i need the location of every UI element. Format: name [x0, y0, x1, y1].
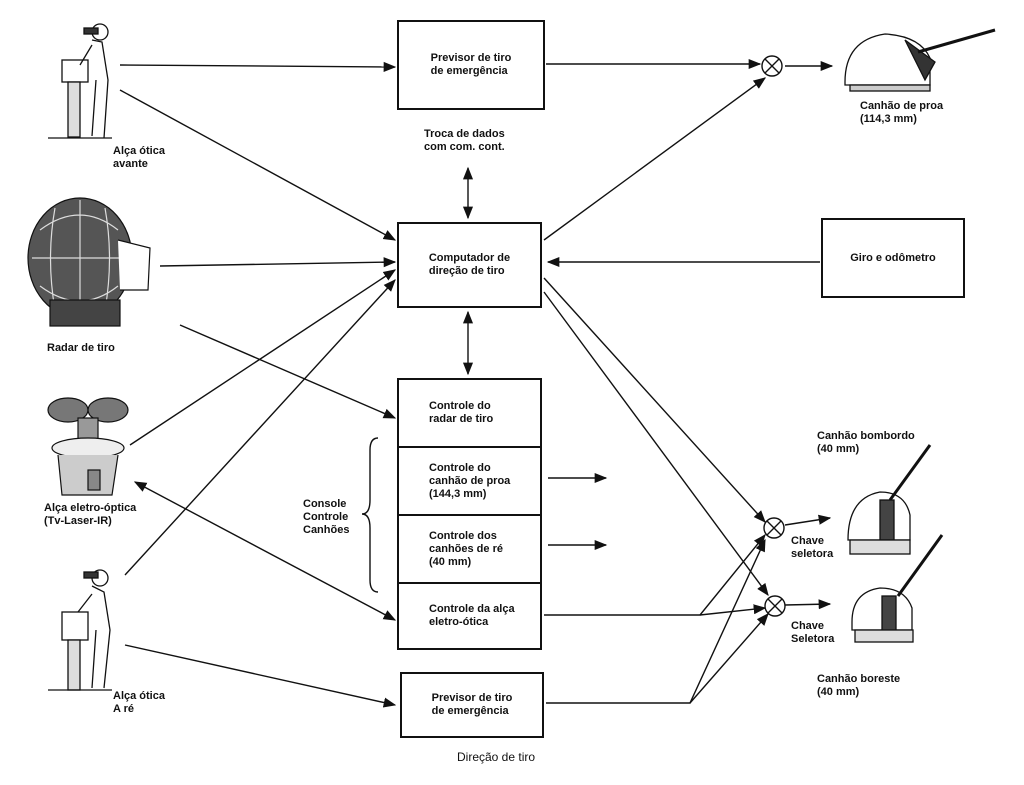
- arrow-computador-to-junction2: [543, 277, 766, 523]
- controle-radar-cell: Controle do radar de tiro: [397, 378, 542, 446]
- console-label: Console Controle Canhões: [303, 498, 350, 536]
- arrow-avante-to-computador: [119, 89, 397, 241]
- arrow-avante-to-previsor: [119, 61, 397, 72]
- summing-junction-icon: [764, 595, 786, 617]
- alca-eletro-label: Alça eletro-óptica (Tv-Laser-IR): [44, 502, 137, 527]
- arrow-computador-to-junction: [543, 77, 767, 241]
- arrow-junction3-to-boreste: [784, 599, 832, 610]
- chave-seletora-1-label: Chave seletora: [791, 535, 834, 560]
- controle-radar-label: Controle do radar de tiro: [429, 400, 494, 425]
- controle-canhoes-re-label: Controle dos canhões de ré (40 mm): [429, 529, 503, 568]
- box-previsor-emergencia-bottom: Previsor de tiro de emergência: [400, 672, 544, 738]
- naval-gun-turret-icon: [847, 444, 932, 555]
- chave-seletora-2-label: Chave Seletora: [791, 620, 835, 645]
- controle-canhao-proa-label: Controle do canhão de proa (144,3 mm): [429, 461, 511, 500]
- alca-re-label: Alça ótica A ré: [113, 690, 165, 715]
- box-giro-odometro: Giro e odômetro: [821, 218, 965, 298]
- arrow-radar-to-computador: [159, 257, 397, 268]
- arrow-radar-to-controle-radar: [179, 324, 397, 419]
- arrow-previsor2-to-junction3: [689, 613, 769, 704]
- controle-alca-cell: Controle da alça eletro-ótica: [397, 582, 542, 650]
- box-previsor-emergencia-top: Previsor de tiro de emergência: [397, 20, 545, 110]
- arrow-previsor2-to-junction2: [546, 538, 766, 704]
- canhao-boreste-label: Canhão boreste (40 mm): [817, 673, 901, 698]
- giro-label: Giro e odômetro: [850, 251, 936, 264]
- alca-avante-label: Alça ótica avante: [113, 145, 165, 170]
- electro-optical-sight-icon: [47, 397, 129, 496]
- radar-label: Radar de tiro: [47, 342, 115, 354]
- previsor-top-label: Previsor de tiro de emergência: [430, 52, 512, 77]
- controle-canhoes-re-cell: Controle dos canhões de ré (40 mm): [397, 514, 542, 582]
- arrow-re-to-previsor: [124, 644, 397, 708]
- troca-dados-label: Troca de dados com com. cont.: [424, 128, 505, 153]
- observer-figure-icon: [48, 569, 112, 691]
- controle-alca-label: Controle da alça eletro-ótica: [429, 603, 515, 628]
- radar-dish-icon: [27, 197, 151, 327]
- summing-junction-icon: [761, 55, 783, 77]
- naval-gun-turret-icon: [844, 28, 996, 92]
- console-brace: [361, 437, 379, 593]
- arrow-eletro-bidirectional: [133, 481, 397, 621]
- previsor-bottom-label: Previsor de tiro de emergência: [431, 692, 513, 717]
- observer-figure-icon: [48, 23, 112, 139]
- canhao-proa-label: Canhão de proa (114,3 mm): [860, 100, 944, 125]
- naval-gun-turret-icon: [851, 534, 944, 643]
- console-stack: Controle do radar de tiro Controle do ca…: [397, 378, 542, 650]
- figure-caption: Direção de tiro: [457, 750, 536, 764]
- canhao-bombordo-label: Canhão bombordo (40 mm): [817, 430, 915, 455]
- summing-junction-icon: [763, 517, 785, 539]
- arrow-eletro-to-computador: [129, 269, 397, 446]
- arrow-junction2-to-bombordo: [784, 514, 832, 526]
- arrow-re-to-computador: [124, 279, 396, 576]
- computador-label: Computador de direção de tiro: [428, 252, 511, 277]
- box-computador-direcao: Computador de direção de tiro: [397, 222, 542, 308]
- controle-canhao-proa-cell: Controle do canhão de proa (144,3 mm): [397, 446, 542, 514]
- arrow-computador-to-junction3: [543, 291, 769, 597]
